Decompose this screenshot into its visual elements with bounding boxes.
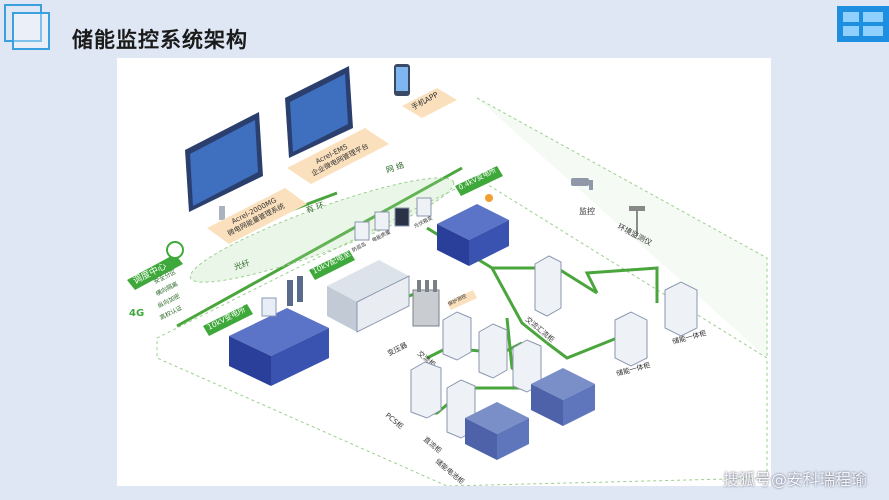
meter-cabinet [478,323,542,393]
sub04kv-tag [455,166,503,196]
sub10kv-tag [203,304,253,336]
page-title: 储能监控系统架构 [72,28,248,52]
phone-icon [394,64,410,96]
logo-square-back [4,4,42,42]
mg-tag [207,188,307,244]
dispatch-icon [166,241,184,259]
logo-square-front [12,12,50,50]
ess-cabinet-1 [614,311,648,367]
net-4g-label: 4G [129,308,144,319]
battery-container-2 [531,368,595,426]
pcs-label: PCS柜 [384,411,406,431]
protect-tag [447,290,477,310]
monitor-label: 监控 [579,206,595,216]
env-sensor-icon [629,206,645,236]
ac-panel-cabinet [534,255,562,317]
diagram-panel: 光纤 有 环 网 络 手机APP Acrel-EMS 企业微电网管理平台 Acr… [117,58,771,487]
transformer [412,280,440,327]
mg-monitor [185,112,263,220]
transformer-label: 变压器 [386,340,409,358]
battery-label: 储能电池柜 [434,457,467,486]
fiber-ring [189,177,455,283]
dc-label: 直流柜 [422,435,444,455]
watermark: 搜狐号@安科瑞程瑜 [722,470,867,489]
meter-boxes [354,197,432,241]
app-tag [402,88,457,118]
lan-label-3: 网 络 [385,160,406,175]
camera-icon [571,178,593,190]
subbox-1-label: 防孤岛 [351,241,368,254]
ess-cabinet-2 [664,281,698,337]
room10kv-tag [309,250,355,280]
ac-cabinet [442,311,472,361]
ems-tag [287,128,389,184]
battery-container-1 [465,402,529,460]
switchroom-10kv [327,260,410,333]
corner-badge [837,6,889,42]
pcs-cabinet [410,361,442,419]
substation-04kv [437,194,509,266]
substation-10kv [229,276,329,386]
architecture-diagram: 光纤 有 环 网 络 手机APP Acrel-EMS 企业微电网管理平台 Acr… [127,64,768,487]
dispatch-label: 调度中心 [131,260,169,287]
subbox-3-label: 光伏箱变 [413,214,434,229]
lan-label-1: 光纤 [233,257,251,271]
dispatch-tag [127,254,183,290]
